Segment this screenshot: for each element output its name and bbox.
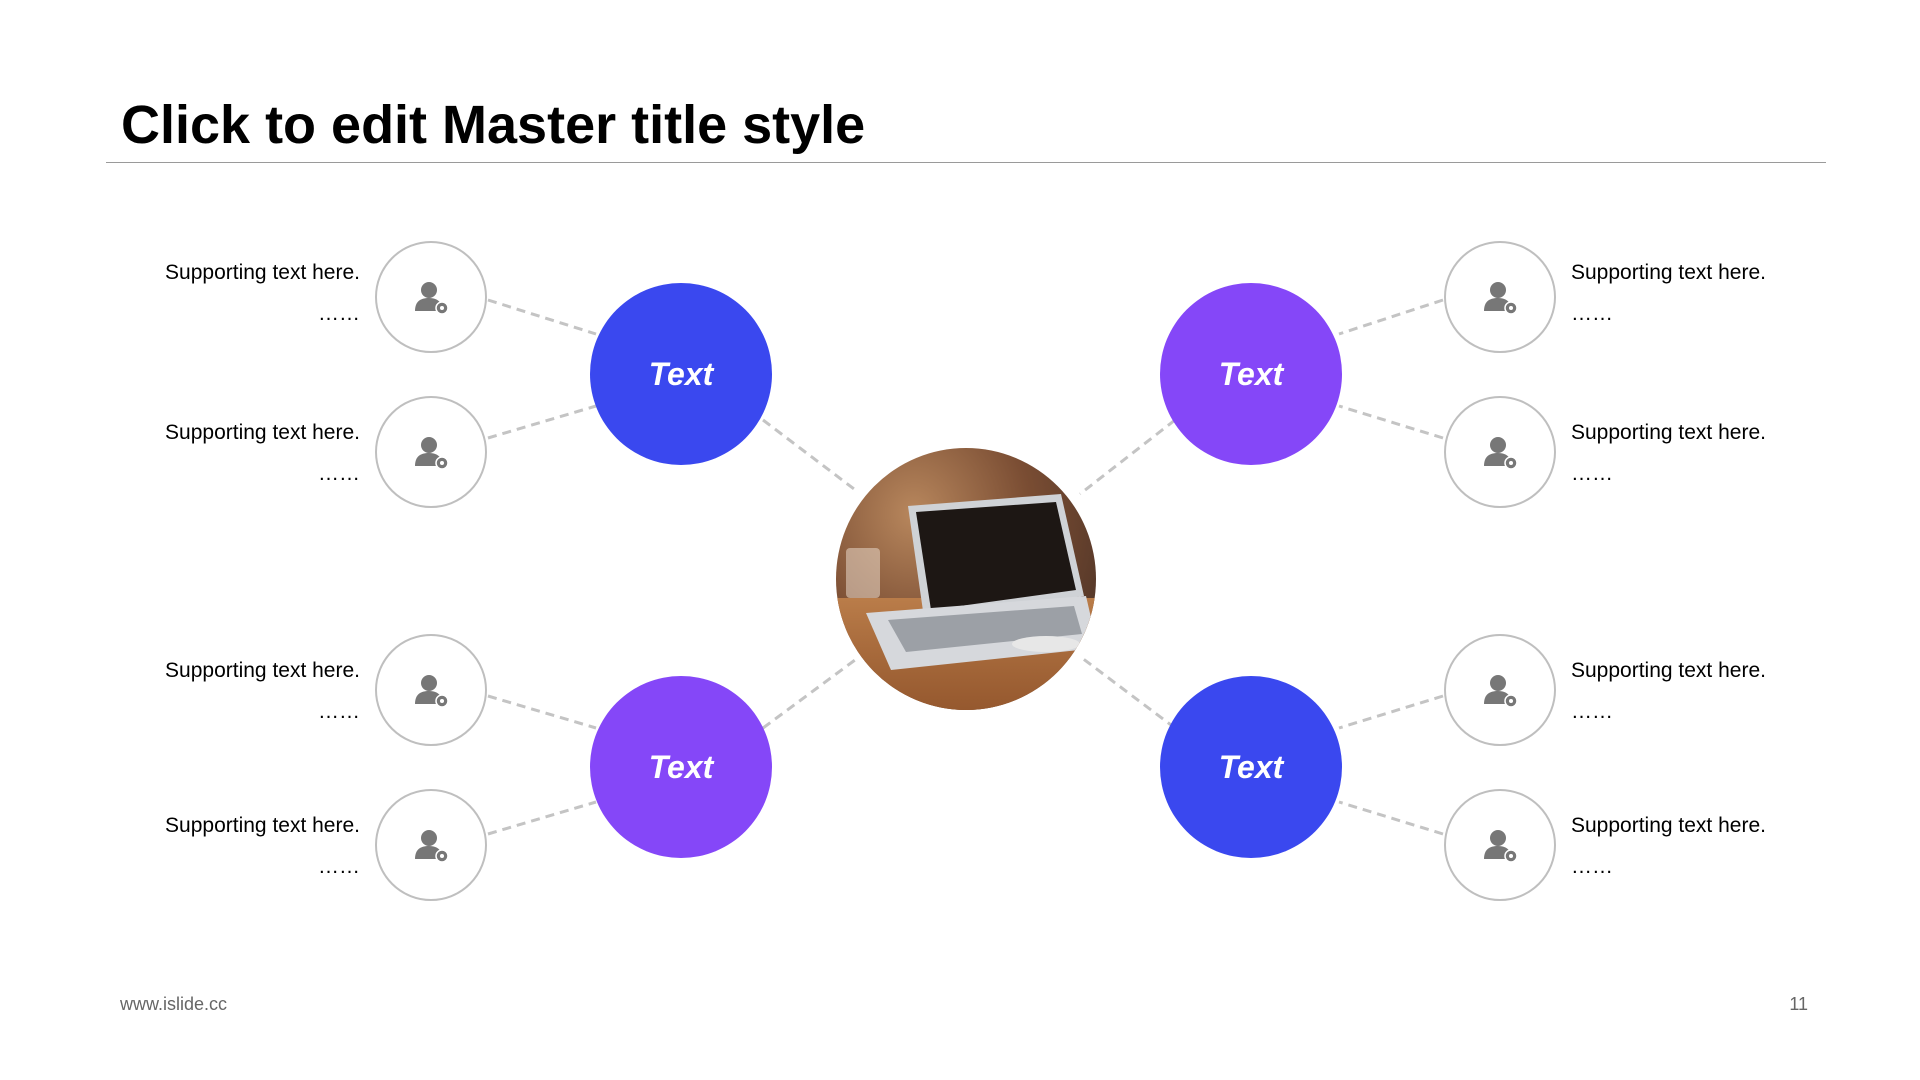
- caption-ellipsis: ……: [100, 293, 360, 334]
- caption-ellipsis: ……: [1571, 691, 1831, 732]
- user-settings-icon: [1480, 277, 1520, 317]
- caption-ellipsis: ……: [1571, 293, 1831, 334]
- leaf-caption-2: Supporting text here. ……: [100, 412, 360, 494]
- leaf-caption-3: Supporting text here. ……: [100, 650, 360, 732]
- caption-line: Supporting text here.: [100, 252, 360, 293]
- user-settings-icon: [1480, 670, 1520, 710]
- caption-ellipsis: ……: [100, 691, 360, 732]
- leaf-node-1: [375, 241, 487, 353]
- connector-leaf-8: [1339, 802, 1443, 834]
- caption-line: Supporting text here.: [100, 650, 360, 691]
- connector-leaf-2: [488, 406, 596, 438]
- user-settings-icon: [411, 825, 451, 865]
- page-number: 11: [1789, 994, 1808, 1015]
- leaf-node-6: [1444, 396, 1556, 508]
- leaf-caption-7: Supporting text here. ……: [1571, 650, 1831, 732]
- leaf-caption-1: Supporting text here. ……: [100, 252, 360, 334]
- connector-hub-tl-center: [763, 420, 858, 492]
- user-settings-icon: [1480, 432, 1520, 472]
- leaf-node-2: [375, 396, 487, 508]
- caption-line: Supporting text here.: [1571, 412, 1831, 453]
- connector-leaf-5: [1339, 300, 1443, 334]
- connector-leaf-6: [1339, 406, 1443, 438]
- caption-line: Supporting text here.: [100, 805, 360, 846]
- user-settings-icon: [1480, 825, 1520, 865]
- caption-line: Supporting text here.: [100, 412, 360, 453]
- caption-ellipsis: ……: [1571, 453, 1831, 494]
- leaf-node-4: [375, 789, 487, 901]
- caption-line: Supporting text here.: [1571, 650, 1831, 691]
- leaf-node-8: [1444, 789, 1556, 901]
- leaf-caption-4: Supporting text here. ……: [100, 805, 360, 887]
- hub-top-right: Text: [1160, 283, 1342, 465]
- center-laptop-photo: [836, 448, 1096, 710]
- hub-label: Text: [649, 356, 714, 393]
- caption-ellipsis: ……: [1571, 846, 1831, 887]
- hub-top-left: Text: [590, 283, 772, 465]
- caption-ellipsis: ……: [100, 846, 360, 887]
- leaf-caption-6: Supporting text here. ……: [1571, 412, 1831, 494]
- hub-label: Text: [649, 749, 714, 786]
- connector-leaf-3: [488, 696, 596, 728]
- connector-hub-tr-center: [1080, 420, 1175, 494]
- hub-bottom-right: Text: [1160, 676, 1342, 858]
- connector-leaf-4: [488, 802, 596, 834]
- connector-leaf-1: [488, 300, 596, 334]
- user-settings-icon: [411, 277, 451, 317]
- caption-line: Supporting text here.: [1571, 252, 1831, 293]
- leaf-node-3: [375, 634, 487, 746]
- leaf-node-7: [1444, 634, 1556, 746]
- user-settings-icon: [411, 432, 451, 472]
- footer-url: www.islide.cc: [120, 994, 227, 1015]
- caption-ellipsis: ……: [100, 453, 360, 494]
- user-settings-icon: [411, 670, 451, 710]
- hub-label: Text: [1219, 356, 1284, 393]
- connector-leaf-7: [1339, 696, 1443, 728]
- connector-hub-br-center: [1082, 658, 1175, 728]
- leaf-node-5: [1444, 241, 1556, 353]
- connector-hub-bl-center: [763, 660, 855, 728]
- caption-line: Supporting text here.: [1571, 805, 1831, 846]
- hub-bottom-left: Text: [590, 676, 772, 858]
- hub-label: Text: [1219, 749, 1284, 786]
- leaf-caption-8: Supporting text here. ……: [1571, 805, 1831, 887]
- leaf-caption-5: Supporting text here. ……: [1571, 252, 1831, 334]
